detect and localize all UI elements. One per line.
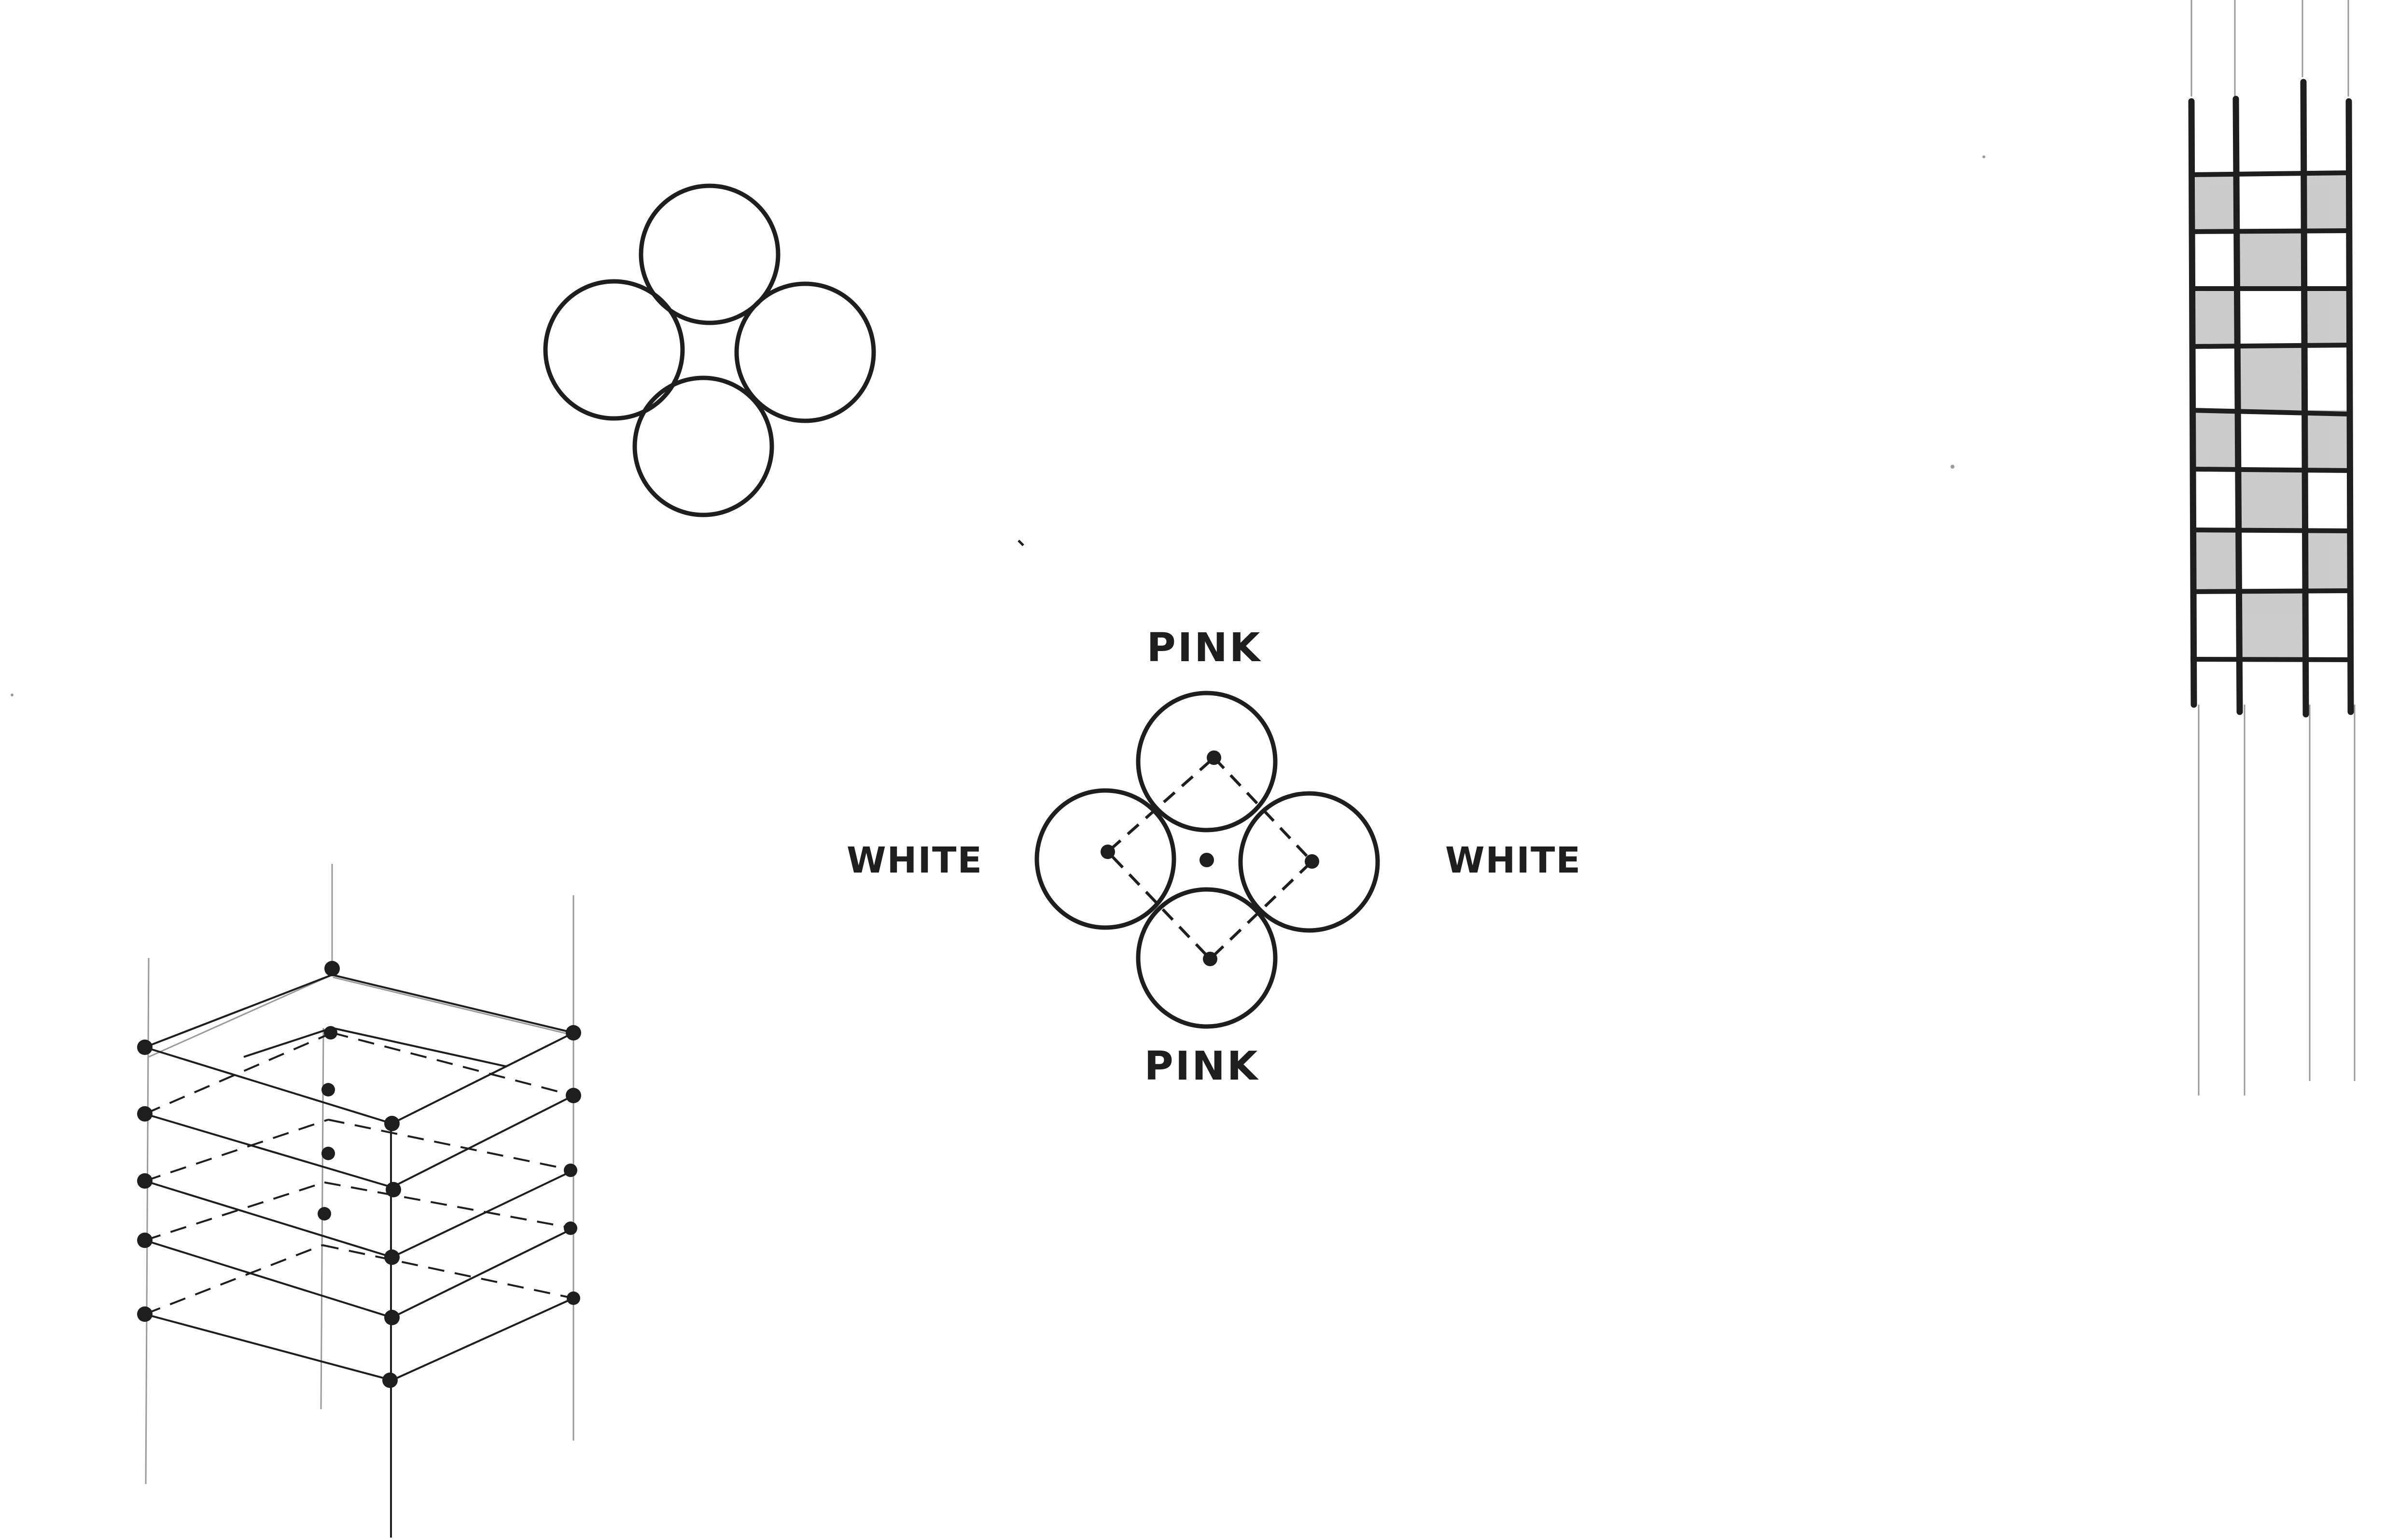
ladder-grid xyxy=(2188,0,2356,1096)
stack-node xyxy=(321,1147,335,1160)
shaded-cell xyxy=(2239,592,2305,659)
cluster-circle-bottom xyxy=(632,375,774,517)
grid-rail xyxy=(2188,98,2197,708)
stack-node xyxy=(137,1306,153,1322)
shaded-cell xyxy=(2239,347,2305,410)
cluster-circle-top xyxy=(639,183,781,325)
stack-node xyxy=(137,1233,153,1248)
stack-node xyxy=(137,1040,153,1055)
stack-node xyxy=(318,1207,331,1221)
label-right: WHITE xyxy=(1445,840,1581,881)
isometric-stack xyxy=(137,864,581,1538)
labeled-circle-arrangement: PINK PINK WHITE WHITE xyxy=(847,625,1581,1089)
stack-node xyxy=(324,1026,337,1040)
stack-node xyxy=(386,1182,401,1197)
shaded-cell xyxy=(2305,289,2349,347)
shaded-cell xyxy=(2305,175,2349,232)
stack-node xyxy=(564,1164,577,1177)
cluster-circle-left xyxy=(543,279,685,421)
shaded-cell xyxy=(2195,289,2239,347)
pink-bottom-circle xyxy=(1136,887,1278,1029)
label-top: PINK xyxy=(1147,625,1262,671)
stack-node xyxy=(137,1173,153,1189)
stack-node xyxy=(384,1310,400,1325)
shaded-cell xyxy=(2195,530,2239,592)
stack-node xyxy=(564,1221,577,1235)
stray-mark xyxy=(1018,540,1024,546)
shaded-cell xyxy=(2239,232,2305,289)
center-dot-left xyxy=(1101,845,1115,859)
grid-rail xyxy=(2300,79,2309,718)
label-bottom: PINK xyxy=(1144,1043,1260,1089)
shaded-cell xyxy=(2305,530,2349,592)
cluster-circle-right xyxy=(734,281,876,423)
grid-rail xyxy=(2232,96,2243,715)
label-left: WHITE xyxy=(847,840,983,881)
stack-node xyxy=(382,1373,398,1388)
white-left-circle xyxy=(1034,788,1176,930)
stack-node xyxy=(384,1249,400,1265)
stack-node xyxy=(566,1025,581,1041)
stack-node xyxy=(384,1116,400,1131)
stack-node xyxy=(324,961,340,976)
shaded-cell xyxy=(2195,175,2239,232)
center-dot-middle xyxy=(1200,853,1214,867)
center-dot-bottom xyxy=(1203,952,1217,966)
four-circle-cluster xyxy=(543,183,876,517)
stack-node xyxy=(566,1088,581,1103)
stack-node xyxy=(567,1291,580,1305)
white-right-circle xyxy=(1238,791,1380,933)
pink-top-circle xyxy=(1136,691,1278,832)
center-dot-right xyxy=(1305,854,1319,869)
stack-node xyxy=(137,1106,153,1122)
shaded-cell xyxy=(2195,410,2239,469)
shaded-cell xyxy=(2305,410,2349,469)
stack-node xyxy=(321,1083,335,1096)
grid-rail xyxy=(2345,98,2354,715)
center-dot-top xyxy=(1207,750,1221,765)
shaded-cell xyxy=(2239,469,2305,530)
